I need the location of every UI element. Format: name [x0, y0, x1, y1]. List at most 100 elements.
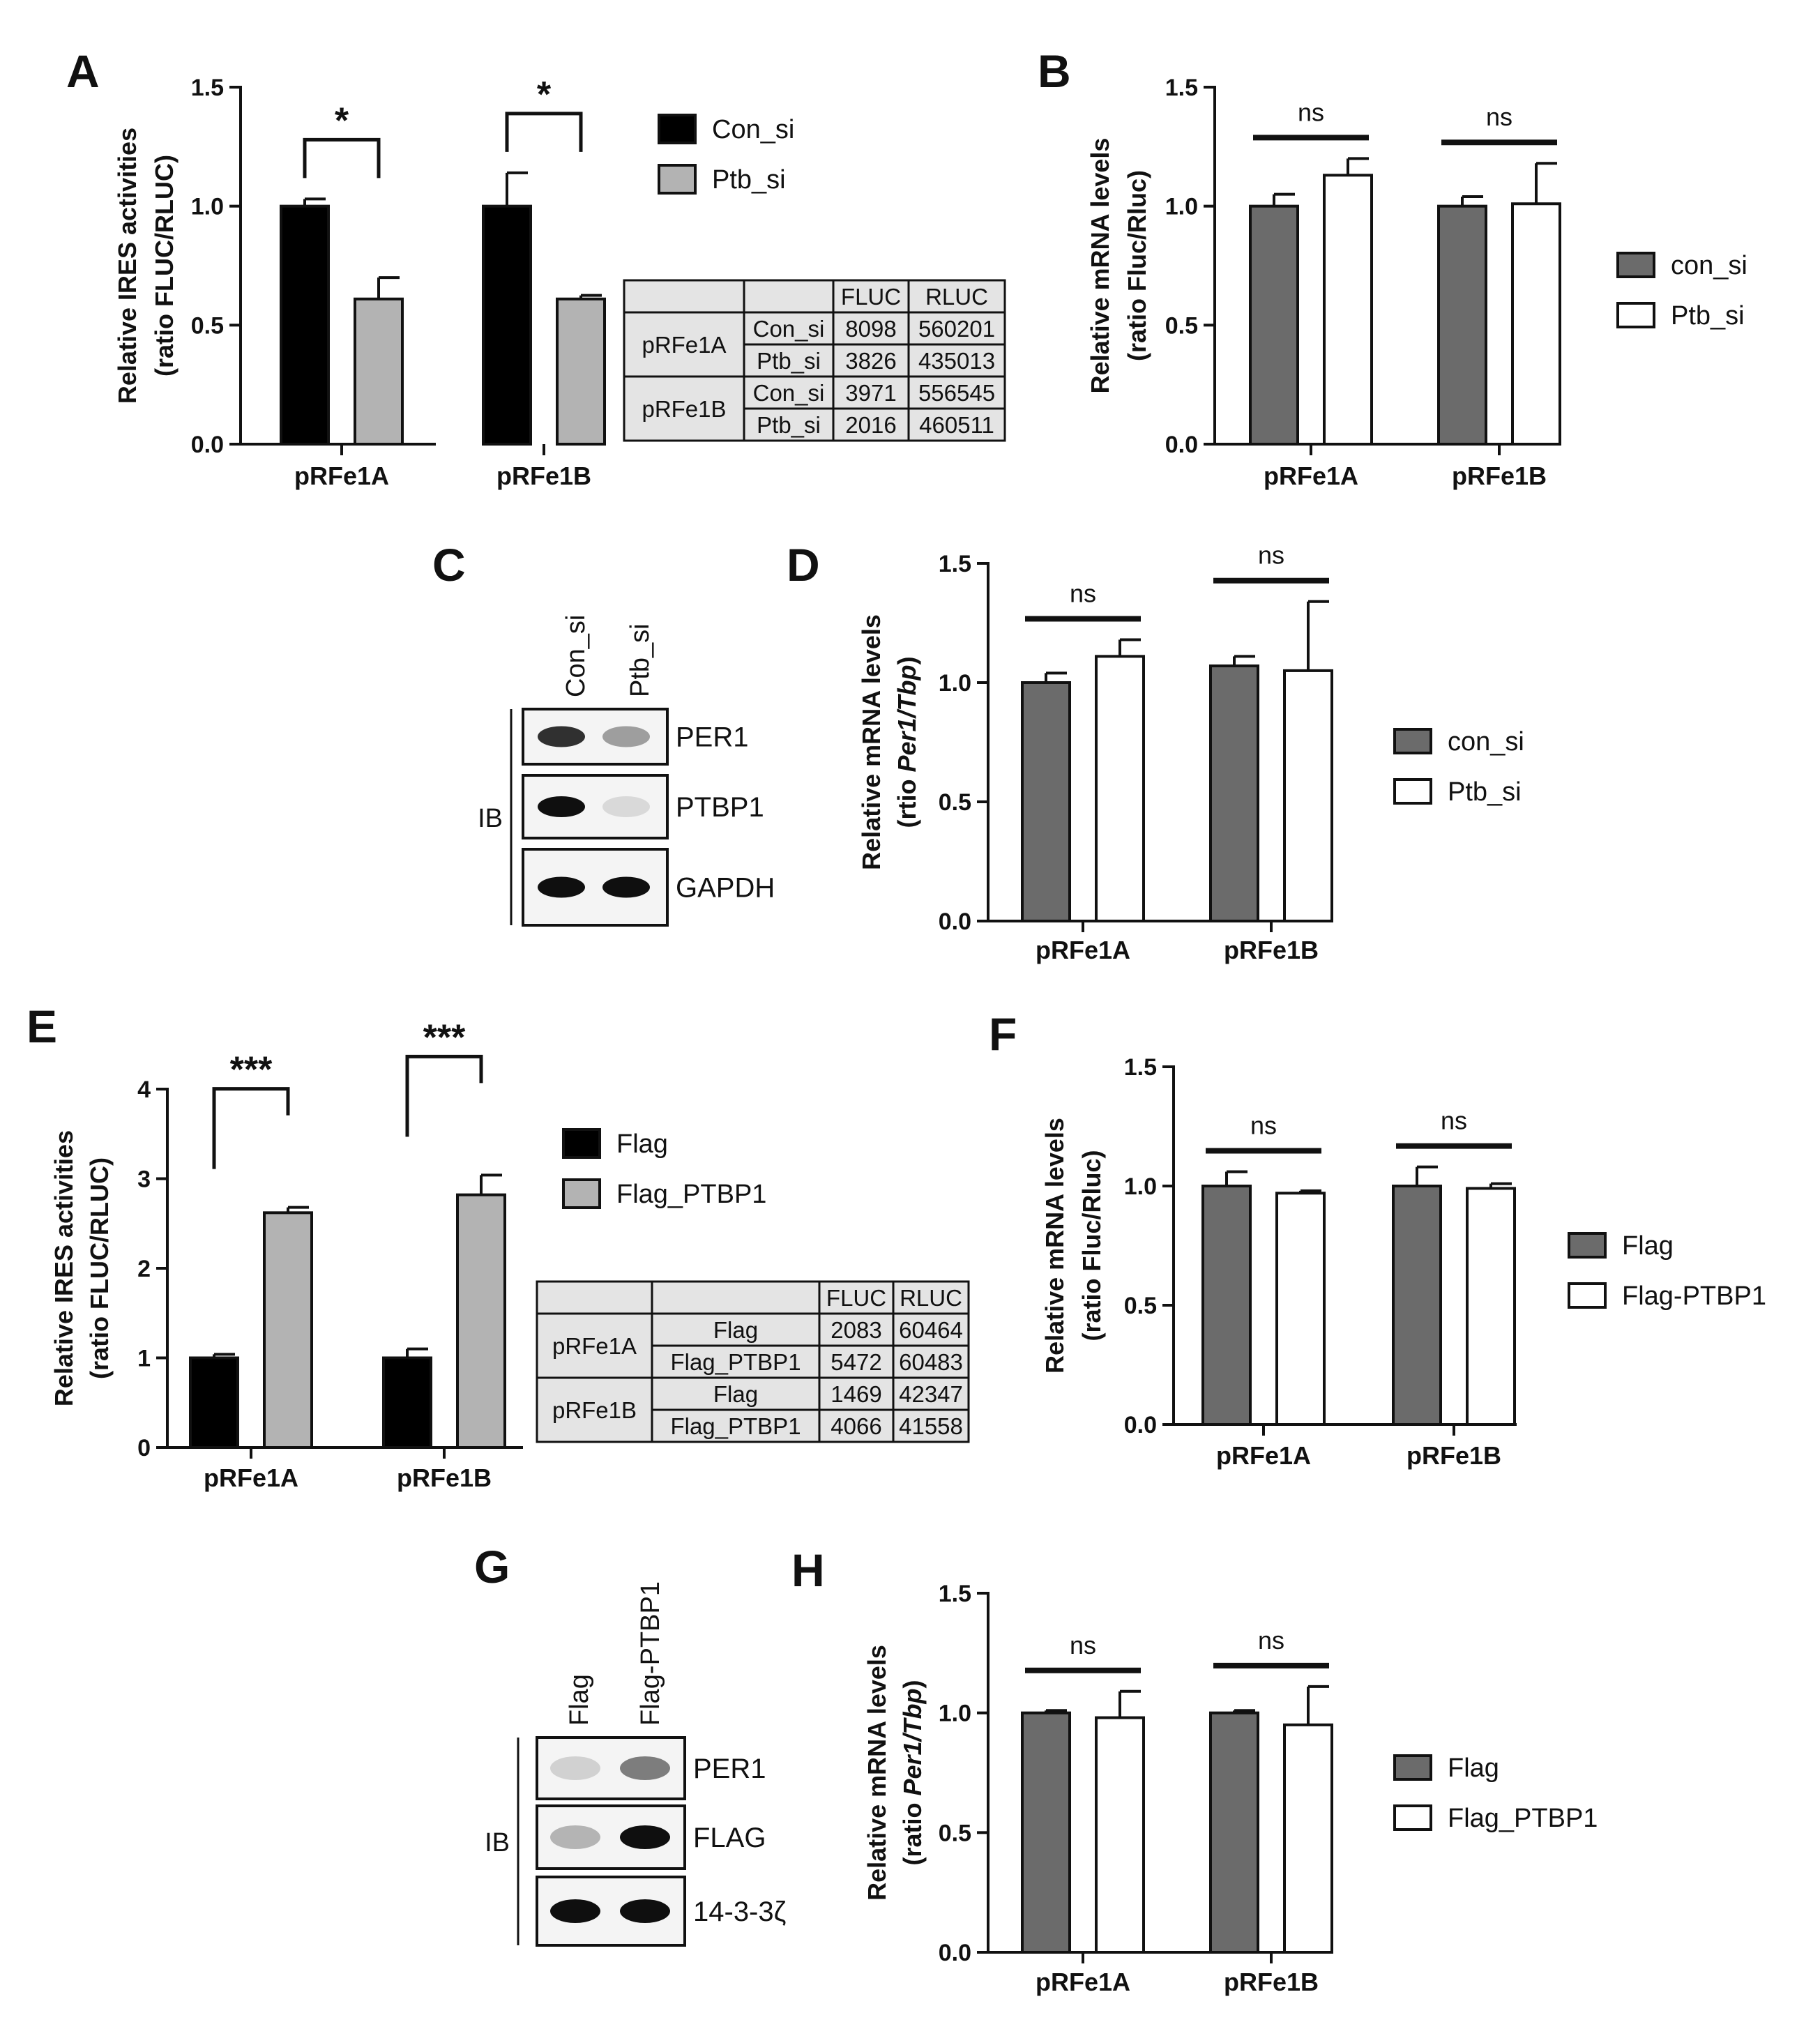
y-tick-label: 1.5	[1124, 1054, 1157, 1081]
blot-band	[550, 1825, 600, 1849]
table-value: 2083	[831, 1317, 881, 1343]
y-tick-label: 1.0	[939, 670, 971, 697]
legend-label: Ptb_si	[1671, 301, 1745, 330]
band-label: PER1	[676, 722, 749, 753]
table-value: Flag	[713, 1381, 758, 1407]
legend-swatch	[562, 1128, 601, 1159]
table-value: Flag_PTBP1	[670, 1413, 801, 1439]
panel-letter: E	[26, 1001, 57, 1052]
table-bg	[536, 1280, 970, 1443]
band-label: 14-3-3ζ	[693, 1896, 786, 1927]
blot-band	[620, 1756, 670, 1780]
x-tick-label: pRFe1A	[204, 1464, 298, 1492]
significance-bracket	[303, 137, 381, 178]
table-row-label: pRFe1B	[552, 1397, 637, 1423]
significance-label: *	[335, 100, 349, 141]
table-value: 4066	[831, 1413, 881, 1439]
bar	[1275, 1192, 1326, 1426]
bar	[1021, 1711, 1071, 1954]
blot-band	[602, 726, 650, 747]
legend-swatch	[1616, 252, 1655, 278]
y-tick-label: 1.0	[939, 1701, 971, 1727]
panel-letter: F	[989, 1008, 1017, 1060]
table-row-label: pRFe1A	[552, 1333, 637, 1359]
table-value: 60464	[899, 1317, 963, 1343]
legend-swatch	[1616, 302, 1655, 328]
bar	[1209, 664, 1259, 922]
table-cell	[907, 407, 1006, 442]
significance-label: ns	[1298, 98, 1324, 126]
table-value: 41558	[899, 1413, 963, 1439]
y-tick-label: 0.5	[1124, 1293, 1157, 1319]
panel-letter: G	[474, 1541, 510, 1592]
legend-label: Flag_PTBP1	[1448, 1804, 1598, 1833]
band-label: FLAG	[693, 1823, 766, 1853]
x-tick-label: pRFe1A	[294, 462, 389, 490]
legend-label: Ptb_si	[1448, 777, 1522, 807]
significance-bracket	[405, 1054, 483, 1137]
y-axis-label-2: (ratio FLUC/RLUC)	[150, 155, 179, 377]
y-tick-label: 0.0	[1165, 432, 1198, 458]
x-tick-label: pRFe1B	[1406, 1441, 1501, 1470]
panel-letter: A	[66, 45, 100, 97]
y-tick-label: 3	[137, 1166, 151, 1193]
table-value: 460511	[919, 412, 994, 438]
table-header: FLUC	[826, 1285, 886, 1311]
table-value: Flag	[713, 1317, 758, 1343]
ib-label: IB	[478, 804, 503, 833]
panel-letter: H	[791, 1544, 825, 1596]
bar	[263, 1211, 313, 1449]
y-axis-label-2: (ratio FLUC/RLUC)	[85, 1157, 114, 1379]
bar	[456, 1193, 506, 1449]
table-value: 556545	[918, 380, 995, 406]
table-value: 3826	[845, 348, 896, 374]
y-axis-label-2: (rtio Per1/Tbp)	[893, 656, 921, 828]
bar	[1283, 669, 1333, 923]
significance-label: ns	[1258, 541, 1284, 570]
significance-label: ns	[1441, 1107, 1467, 1135]
table-value: 42347	[899, 1381, 963, 1407]
lane-label: Ptb_si	[625, 623, 655, 697]
table-value: 560201	[918, 316, 995, 342]
y-tick-label: 2	[137, 1256, 151, 1282]
y-axis-label: Relative IRES activities	[113, 128, 142, 404]
table-value: 5472	[831, 1349, 881, 1375]
panel-letter: C	[432, 539, 466, 591]
table-cell	[892, 1408, 970, 1443]
legend-swatch	[1568, 1232, 1607, 1259]
blot-band	[538, 796, 585, 817]
legend-swatch	[562, 1178, 601, 1209]
table-bg	[623, 279, 1006, 442]
bar	[189, 1356, 239, 1449]
table-value: 60483	[899, 1349, 963, 1375]
bar	[354, 297, 404, 446]
y-tick-label: 4	[137, 1077, 151, 1103]
y-axis-label: Relative mRNA levels	[857, 614, 886, 870]
y-tick-label: 1.0	[1124, 1173, 1157, 1200]
bar	[1511, 202, 1561, 446]
significance-label: ns	[1070, 579, 1096, 607]
bar	[1392, 1185, 1442, 1426]
y-tick-label: 0.0	[1124, 1412, 1157, 1438]
table-row-label: pRFe1A	[642, 332, 726, 358]
bar	[482, 204, 532, 446]
blot-band	[550, 1756, 600, 1780]
bar	[1021, 681, 1071, 922]
bar	[1201, 1185, 1252, 1426]
y-tick-label: 0	[137, 1435, 151, 1461]
y-axis-label: Relative mRNA levels	[1040, 1118, 1069, 1374]
y-axis-label: Relative IRES activities	[50, 1130, 78, 1406]
legend-label: Ptb_si	[712, 165, 786, 195]
legend-swatch	[1568, 1282, 1607, 1309]
bar	[1437, 204, 1487, 446]
significance-label: *	[537, 75, 552, 115]
table-value: 2016	[845, 412, 896, 438]
y-tick-label: 1.5	[939, 551, 971, 577]
band-label: PTBP1	[676, 792, 764, 823]
y-tick-label: 1.0	[191, 194, 224, 220]
